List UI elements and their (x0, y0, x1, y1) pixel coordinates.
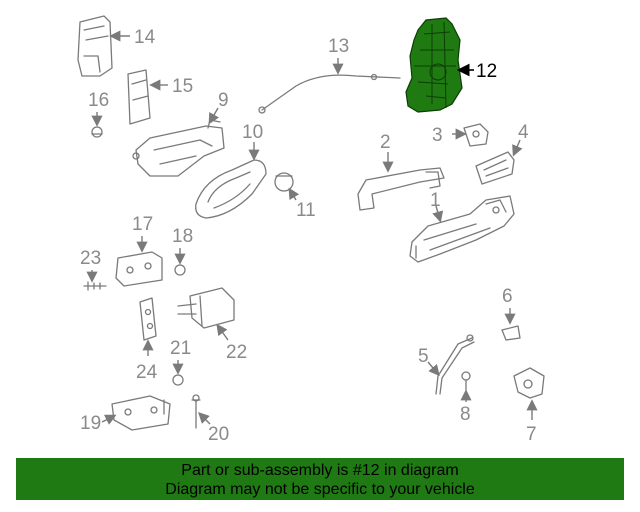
part-6-grommet[interactable] (501, 325, 521, 341)
callout-22: 22 (226, 342, 247, 363)
part-16-clip[interactable] (91, 126, 103, 138)
callout-10: 10 (242, 122, 263, 143)
part-3-cap[interactable] (463, 123, 489, 147)
callout-7: 7 (526, 424, 537, 445)
callout-4: 4 (518, 122, 529, 143)
callout-17: 17 (132, 214, 153, 235)
callout-8: 8 (460, 404, 471, 425)
part-18-nut[interactable] (174, 264, 186, 276)
callout-15: 15 (172, 76, 193, 97)
info-banner: Part or sub-assembly is #12 in diagram D… (16, 458, 624, 500)
part-5-rod[interactable] (435, 334, 475, 395)
callout-5: 5 (418, 346, 429, 367)
parts-diagram: 14 15 16 9 13 12 10 (77, 15, 545, 445)
callout-6: 6 (502, 286, 513, 307)
banner-line-1: Part or sub-assembly is #12 in diagram (181, 462, 459, 479)
part-13-cable[interactable] (258, 73, 401, 114)
callout-1: 1 (430, 190, 441, 211)
part-15-shield[interactable] (127, 69, 151, 125)
part-23-bolt[interactable] (83, 281, 107, 291)
part-4-handle-cover[interactable] (475, 151, 515, 185)
part-2-outside-handle[interactable] (357, 167, 445, 211)
part-24-striker-plate[interactable] (139, 297, 157, 341)
banner-line-2: Diagram may not be specific to your vehi… (165, 481, 475, 498)
part-20-pin[interactable] (191, 394, 201, 429)
callout-18: 18 (172, 226, 193, 247)
part-12-latch-assembly[interactable] (405, 17, 463, 113)
callout-20: 20 (208, 424, 229, 445)
callout-24: 24 (136, 362, 158, 383)
callout-12: 12 (476, 61, 497, 82)
part-22-check-strap[interactable] (177, 287, 235, 329)
callout-16: 16 (88, 90, 109, 111)
callout-13: 13 (328, 36, 349, 57)
part-21-nut[interactable] (172, 374, 184, 386)
callout-9: 9 (218, 90, 229, 111)
part-7-bracket[interactable] (513, 367, 545, 399)
callout-14: 14 (134, 27, 156, 48)
part-17-hinge[interactable] (115, 251, 163, 287)
part-11-grommet[interactable] (274, 172, 294, 192)
part-9-bracket[interactable] (132, 119, 225, 177)
part-10-inside-handle[interactable] (195, 159, 267, 219)
part-14-cover[interactable] (77, 15, 113, 77)
callout-21: 21 (170, 338, 191, 359)
callout-19: 19 (80, 413, 101, 434)
callout-23: 23 (80, 248, 101, 269)
callout-3: 3 (432, 125, 443, 146)
part-1-handle-carrier[interactable] (409, 195, 515, 263)
callout-2: 2 (380, 132, 391, 153)
part-8-screw[interactable] (461, 371, 471, 391)
callout-11: 11 (296, 200, 316, 221)
part-19-lower-hinge[interactable] (111, 395, 171, 431)
